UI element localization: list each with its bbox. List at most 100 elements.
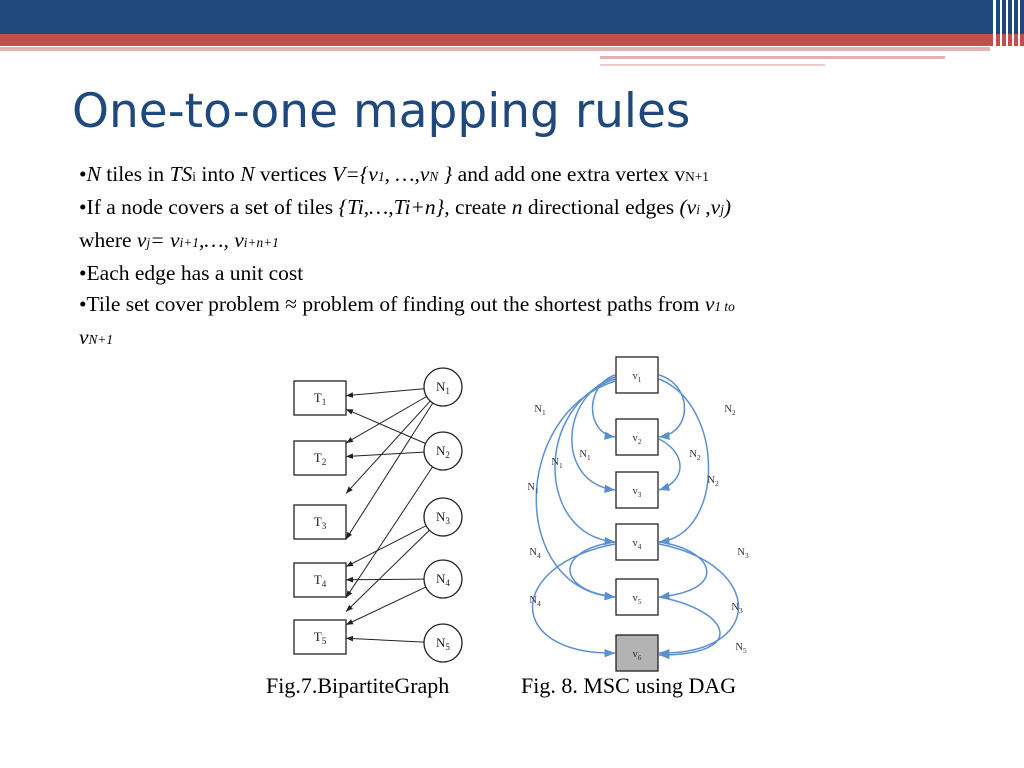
dag-vertex-label: v3 xyxy=(633,486,642,499)
dag-edge xyxy=(658,541,708,601)
text-fragment: (v xyxy=(679,195,697,219)
cover-node-label: N4 xyxy=(436,571,450,588)
dag-edge-label: N1 xyxy=(551,457,563,470)
header-accent-line xyxy=(0,47,990,51)
cover-node xyxy=(423,623,463,663)
dag-edge xyxy=(591,374,616,440)
text-fragment: and add one extra vertex v xyxy=(452,162,686,186)
graph-edge xyxy=(345,396,427,444)
graph-edge xyxy=(345,466,433,598)
dag-edge-label: N1 xyxy=(534,404,546,417)
dag-edge-label: N3 xyxy=(737,547,749,560)
slide-title: One-to-one mapping rules xyxy=(72,84,691,139)
dag-vertex xyxy=(615,471,659,509)
dag-edge-label: N4 xyxy=(529,547,541,560)
graph-edge xyxy=(345,525,427,568)
text-fragment: ,…, v xyxy=(198,228,244,252)
tile-node-label: T1 xyxy=(314,390,327,407)
text-fragment: If a node covers a set of tiles xyxy=(86,195,339,219)
dag-edge-label: N4 xyxy=(529,595,541,608)
dag-vertex xyxy=(615,418,659,456)
header-band-blue xyxy=(0,0,1024,34)
text-fragment: V={v xyxy=(332,162,378,186)
text-fragment: {Ti,…,Ti+n}, xyxy=(338,195,450,219)
text-fragment: j xyxy=(146,235,151,250)
text-fragment: N xyxy=(86,162,101,186)
graph-edge xyxy=(345,635,425,643)
header-stripe xyxy=(1000,0,1002,64)
tile-node-label: T4 xyxy=(314,572,327,589)
text-fragment: directional edges xyxy=(522,195,680,219)
text-fragment: where xyxy=(79,228,137,252)
tile-node xyxy=(293,380,347,416)
header-stripe xyxy=(1012,0,1014,70)
text-fragment: } xyxy=(438,162,453,186)
tile-node-label: T2 xyxy=(314,450,327,467)
header-stripe xyxy=(1018,0,1020,72)
dag-edge xyxy=(658,596,721,660)
dag-vertex xyxy=(615,356,659,394)
text-fragment: 1 xyxy=(377,169,385,184)
text-fragment: Tile set cover problem ≈ problem of find… xyxy=(86,292,705,316)
bullet-continuation: where vj= vi+1,…, vi+n+1 xyxy=(79,225,959,258)
graph-edge xyxy=(345,586,427,626)
text-fragment: i+n+1 xyxy=(243,235,279,250)
bullet-item: •Tile set cover problem ≈ problem of fin… xyxy=(79,292,735,316)
dag-edge xyxy=(658,378,710,546)
dag-edge-label: N2 xyxy=(707,475,719,488)
graph-edge xyxy=(345,529,430,612)
text-fragment: ,v xyxy=(699,195,721,219)
text-fragment: v xyxy=(136,228,147,252)
bullet-item: •N tiles in TSi into N vertices V={v1, …… xyxy=(79,162,709,186)
dag-edge-label: N1 xyxy=(579,449,591,462)
dag-edge xyxy=(658,374,686,440)
text-fragment: 1 to xyxy=(714,299,735,314)
text-fragment: into xyxy=(195,162,241,186)
graph-edge xyxy=(345,402,434,540)
text-fragment: ) xyxy=(723,195,732,219)
graph-edge xyxy=(345,451,425,459)
dag-vertex xyxy=(615,578,659,616)
dag-vertex xyxy=(615,523,659,561)
text-fragment: i xyxy=(696,202,700,217)
text-fragment: , …,v xyxy=(384,162,430,186)
dag-edge xyxy=(658,438,681,491)
text-fragment: i+1 xyxy=(179,235,199,250)
bullet-continuation: vN+1 xyxy=(79,322,959,355)
text-fragment: N+1 xyxy=(685,169,709,184)
cover-node-label: N2 xyxy=(436,443,450,460)
header-accent-line-shorter xyxy=(600,64,825,66)
graph-edge xyxy=(345,388,425,398)
text-fragment: i xyxy=(192,169,196,184)
cover-node-label: N3 xyxy=(436,509,450,526)
dag-vertex-label: v2 xyxy=(633,433,642,446)
dag-edge xyxy=(658,543,740,658)
text-fragment: tiles in xyxy=(100,162,170,186)
text-fragment: N xyxy=(240,162,255,186)
dag-edge xyxy=(535,380,616,601)
figure-caption-fig7: Fig.7.BipartiteGraph xyxy=(266,673,450,698)
tile-node xyxy=(293,504,347,540)
dag-vertex-label: v4 xyxy=(633,538,642,551)
dag-edge xyxy=(569,541,616,600)
cover-node-label: N5 xyxy=(436,635,450,652)
text-fragment: N+1 xyxy=(88,332,114,347)
dag-edge-label: N2 xyxy=(689,449,701,462)
text-fragment: Each edge has a unit cost xyxy=(86,261,304,285)
bullet-item: •Each edge has a unit cost xyxy=(79,261,304,285)
header-band-red xyxy=(0,34,1024,46)
graph-edge xyxy=(345,400,431,494)
text-fragment: vertices xyxy=(254,162,333,186)
graph-edge xyxy=(345,576,425,583)
graph-edge xyxy=(345,408,426,444)
bullet-list: •N tiles in TSi into N vertices V={v1, …… xyxy=(79,159,959,355)
dag-edge xyxy=(554,378,616,546)
cover-node xyxy=(423,559,463,599)
text-fragment: v xyxy=(79,325,89,349)
text-fragment: j xyxy=(720,202,724,217)
tile-node-label: T5 xyxy=(314,629,327,646)
text-fragment: create xyxy=(449,195,512,219)
header-stripe xyxy=(1006,0,1008,68)
dag-edge-label: N5 xyxy=(735,642,747,655)
